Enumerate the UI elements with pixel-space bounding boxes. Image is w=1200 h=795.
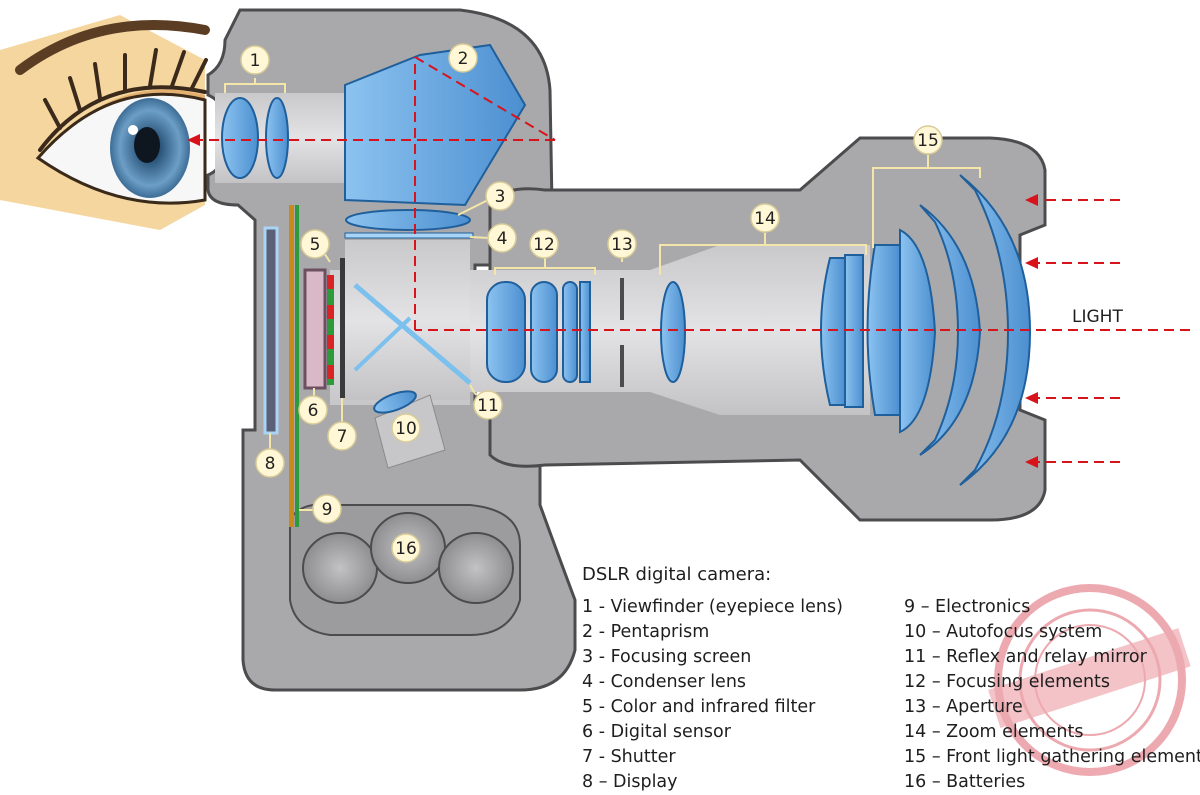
- callout-number: 15: [917, 131, 939, 151]
- callout-badge-2: 2: [448, 43, 478, 73]
- callout-number: 1: [250, 51, 261, 71]
- callout-number: 8: [265, 454, 276, 474]
- callout-badge-16: 16: [391, 533, 421, 563]
- eye-illustration: [0, 15, 210, 230]
- callout-number: 13: [611, 235, 633, 255]
- legend-item: 5 - Color and infrared filter: [582, 697, 816, 717]
- leader-lines: [224, 78, 981, 511]
- legend-item: 13 – Aperture: [904, 697, 1023, 717]
- callout-badge-9: 9: [312, 494, 342, 524]
- relay-mirror: [353, 316, 412, 372]
- callout-badge-1: 1: [240, 45, 270, 75]
- legend-item: 12 – Focusing elements: [904, 672, 1111, 692]
- callout-badge-8: 8: [255, 448, 285, 478]
- front-element-c: [919, 204, 982, 456]
- arrow-heads: [187, 134, 1038, 468]
- callout-number: 11: [477, 396, 499, 416]
- reflex-mirror: [353, 283, 472, 385]
- front-element-d: [959, 174, 1032, 486]
- color-ir-filter-red-4: [327, 365, 334, 379]
- callout-number: 4: [497, 229, 508, 249]
- electronics-board-green: [295, 205, 299, 527]
- legend-item: 8 – Display: [582, 772, 678, 792]
- legend-item: 11 – Reflex and relay mirror: [904, 647, 1147, 667]
- legend-item: 7 - Shutter: [582, 747, 676, 767]
- callout-number: 2: [458, 49, 469, 69]
- zoom-element-b: [820, 257, 846, 406]
- callout-number: 10: [395, 419, 417, 439]
- color-ir-filter-red-2: [327, 305, 334, 319]
- callout-number: 6: [308, 401, 319, 421]
- eyepiece-lens-a: [221, 97, 259, 179]
- callout-number: 9: [322, 500, 333, 520]
- light-label: LIGHT: [1072, 307, 1123, 327]
- legend-item: 1 - Viewfinder (eyepiece lens): [582, 597, 843, 617]
- callout-badge-3: 3: [485, 181, 515, 211]
- callout-badge-6: 6: [298, 395, 328, 425]
- legend-item: 10 – Autofocus system: [904, 622, 1103, 642]
- legend-title: DSLR digital camera:: [582, 564, 772, 585]
- callout-badge-4: 4: [487, 223, 517, 253]
- legend-item: 15 – Front light gathering elements: [904, 747, 1200, 767]
- battery-1: [302, 532, 378, 604]
- callout-badge-14: 14: [750, 203, 780, 233]
- callout-number: 14: [754, 209, 776, 229]
- focusing-element-d: [579, 281, 591, 383]
- color-ir-filter-red: [327, 275, 334, 289]
- callout-badge-11: 11: [473, 390, 503, 420]
- aperture-top: [620, 278, 624, 320]
- electronics-board-orange: [289, 205, 294, 527]
- callout-number: 12: [533, 235, 555, 255]
- callout-badge-10: 10: [391, 413, 421, 443]
- focusing-screen: [345, 209, 471, 231]
- protection-stamp: [988, 584, 1191, 776]
- focusing-element-a: [486, 281, 526, 383]
- legend-item: 6 - Digital sensor: [582, 722, 731, 742]
- legend-item: 16 – Batteries: [904, 772, 1026, 792]
- display-panel: [263, 226, 279, 435]
- callout-number: 3: [495, 187, 506, 207]
- focusing-element-b: [530, 281, 558, 383]
- legend-left-column: 1 - Viewfinder (eyepiece lens) 2 - Pentap…: [582, 595, 843, 795]
- digital-sensor: [303, 268, 327, 390]
- color-ir-filter: [327, 275, 334, 385]
- callout-badge-12: 12: [529, 229, 559, 259]
- legend-item: 14 – Zoom elements: [904, 722, 1084, 742]
- callout-number: 5: [310, 235, 321, 255]
- legend-item: 9 – Electronics: [904, 597, 1031, 617]
- condenser-lens: [344, 232, 474, 239]
- pupil-icon: [134, 127, 160, 163]
- shutter: [340, 258, 345, 398]
- eyelashes-icon: [38, 48, 208, 152]
- callout-badge-13: 13: [607, 229, 637, 259]
- zoom-element-a: [660, 281, 686, 383]
- light-rays: [200, 56, 1190, 463]
- legend-right-column: 9 – Electronics 10 – Autofocus system 11 –…: [904, 595, 1200, 795]
- callout-badge-5: 5: [300, 229, 330, 259]
- callout-badge-15: 15: [913, 125, 943, 155]
- callout-number: 7: [337, 427, 348, 447]
- focusing-element-c: [562, 281, 578, 383]
- legend-item: 2 - Pentaprism: [582, 622, 710, 642]
- legend-item: 4 - Condenser lens: [582, 672, 747, 692]
- aperture-bottom: [620, 345, 624, 387]
- autofocus-lens: [373, 390, 417, 414]
- pentaprism: [344, 43, 527, 207]
- battery-3: [438, 532, 514, 604]
- eyepiece-lens-b: [265, 97, 289, 179]
- color-ir-filter-red-3: [327, 335, 334, 349]
- callout-badge-7: 7: [327, 421, 357, 451]
- legend-item: 3 - Focusing screen: [582, 647, 752, 667]
- callout-number: 16: [395, 539, 417, 559]
- eye-highlight: [128, 125, 138, 135]
- eyebrow-icon: [15, 20, 210, 75]
